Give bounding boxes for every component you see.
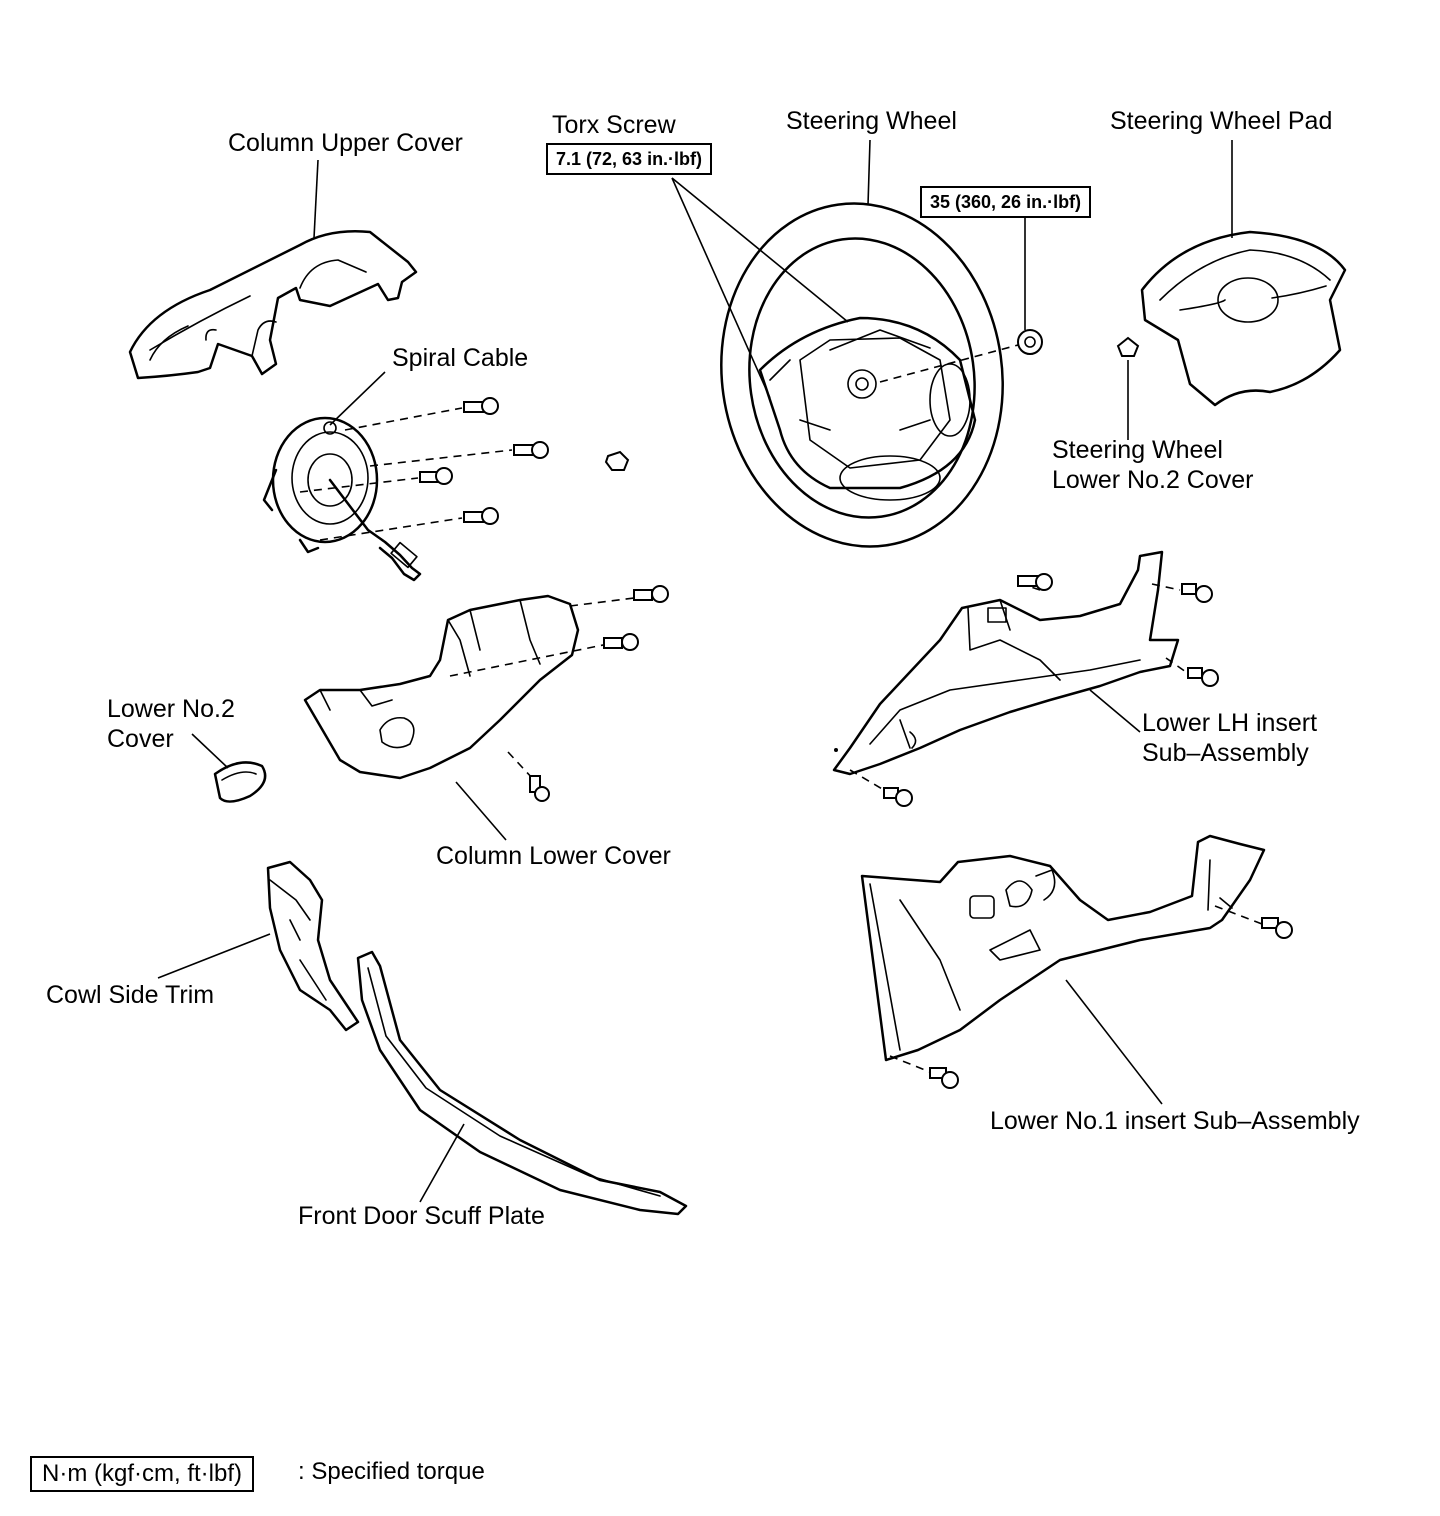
label-lower-no2-cover-line1: Lower No.2 bbox=[107, 695, 235, 723]
steering-wheel-lower-no2-cover-clip bbox=[1116, 336, 1140, 357]
leader-column-upper-cover bbox=[313, 159, 319, 239]
label-steering-wheel: Steering Wheel bbox=[786, 107, 957, 135]
label-cowl-side-trim: Cowl Side Trim bbox=[46, 981, 215, 1009]
label-column-upper-cover: Column Upper Cover bbox=[228, 129, 463, 157]
torque-spec-torx-screw: 7.1 (72, 63 in.·lbf) bbox=[546, 143, 713, 175]
leader-steering-wheel bbox=[867, 139, 871, 206]
column-lower-cover-drawing bbox=[303, 594, 580, 780]
lower-lh-insert-drawing bbox=[832, 550, 1180, 776]
lower-no2-cover-drawing bbox=[213, 761, 267, 803]
column-lower-cover-screws bbox=[449, 585, 669, 802]
leader-spiral-cable bbox=[329, 371, 386, 426]
leader-cowl-side-trim bbox=[157, 933, 271, 979]
label-torx-screw: Torx Screw bbox=[552, 111, 676, 139]
legend-torque-unit-box: N·m (kgf·cm, ft·lbf) bbox=[30, 1456, 254, 1492]
lower-lh-insert-screws bbox=[849, 573, 1219, 807]
lower-no1-insert-screws bbox=[889, 905, 1293, 1089]
legend-description: : Specified torque bbox=[298, 1458, 485, 1485]
label-front-door-scuff-plate: Front Door Scuff Plate bbox=[298, 1202, 545, 1230]
cowl-side-trim-drawing bbox=[266, 860, 360, 1032]
leader-column-lower-cover bbox=[455, 781, 507, 841]
steering-wheel-nut bbox=[879, 329, 1043, 383]
label-lower-lh-insert-line2: Sub–Assembly bbox=[1142, 739, 1309, 767]
leader-lower-no2-cover bbox=[191, 733, 229, 769]
leader-lower-lh-insert bbox=[1089, 689, 1141, 733]
column-upper-cover-drawing bbox=[128, 230, 418, 380]
label-column-lower-cover: Column Lower Cover bbox=[436, 842, 671, 870]
label-steering-wheel-lower-no2-cover-line2: Lower No.2 Cover bbox=[1052, 466, 1254, 494]
label-steering-wheel-lower-no2-cover-line1: Steering Wheel bbox=[1052, 436, 1223, 464]
leader-lower-no1-insert bbox=[1065, 979, 1163, 1105]
spiral-cable-drawing bbox=[262, 416, 422, 582]
lower-no1-insert-drawing bbox=[860, 834, 1266, 1062]
label-lower-no2-cover-line2: Cover bbox=[107, 725, 174, 753]
label-lower-lh-insert-line1: Lower LH insert bbox=[1142, 709, 1318, 737]
label-lower-no1-insert: Lower No.1 insert Sub–Assembly bbox=[990, 1107, 1360, 1135]
spiral-cable-screws bbox=[299, 397, 630, 541]
label-spiral-cable: Spiral Cable bbox=[392, 344, 529, 372]
torque-spec-steering-wheel-nut: 35 (360, 26 in.·lbf) bbox=[920, 186, 1092, 218]
leader-torx-screw-2 bbox=[671, 177, 771, 399]
leader-torx-screw-1 bbox=[671, 177, 849, 323]
steering-wheel-pad-drawing bbox=[1140, 230, 1347, 407]
steering-wheel-drawing bbox=[720, 202, 1004, 548]
label-steering-wheel-pad: Steering Wheel Pad bbox=[1110, 107, 1333, 135]
leader-front-door-scuff-plate bbox=[419, 1123, 465, 1203]
front-door-scuff-plate-drawing bbox=[356, 950, 688, 1216]
